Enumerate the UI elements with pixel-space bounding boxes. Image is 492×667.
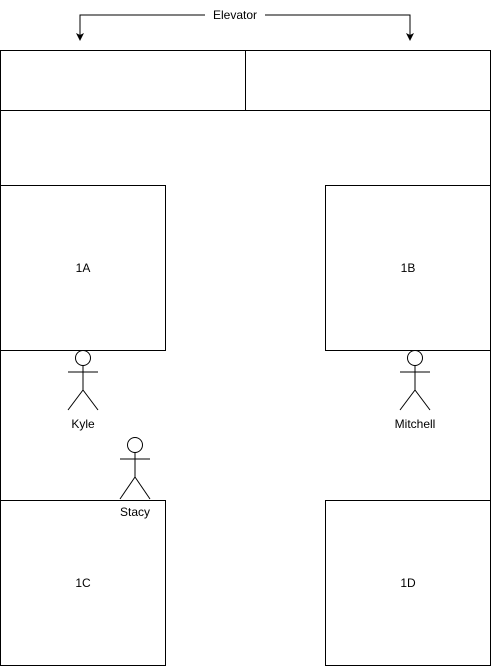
- person-stacy-label: Stacy: [120, 505, 150, 519]
- person-icon: [399, 350, 431, 411]
- elevator-connector: Elevator: [76, 8, 414, 41]
- elevator-arrowhead-right: [406, 33, 414, 41]
- room-1a: [0, 185, 166, 351]
- elevator-arrow-left: [79, 14, 205, 38]
- elevator-label: Elevator: [213, 8, 257, 22]
- room-1d-label: 1D: [400, 576, 416, 590]
- room-1b-label: 1B: [401, 261, 416, 275]
- person-icon: [67, 350, 99, 411]
- room-1d: [325, 500, 491, 666]
- elevator-arrow-right: [265, 14, 411, 38]
- person-mitchell-label: Mitchell: [395, 417, 436, 431]
- room-1b: [325, 185, 491, 351]
- elevator-left: [0, 50, 246, 111]
- room-1a-label: 1A: [76, 261, 91, 275]
- person-kyle-label: Kyle: [71, 417, 95, 431]
- room-1c: [0, 500, 166, 666]
- elevator-arrowhead-left: [76, 33, 84, 41]
- room-1c-label: 1C: [75, 576, 91, 590]
- person-icon: [119, 437, 151, 500]
- elevator-right: [245, 50, 491, 111]
